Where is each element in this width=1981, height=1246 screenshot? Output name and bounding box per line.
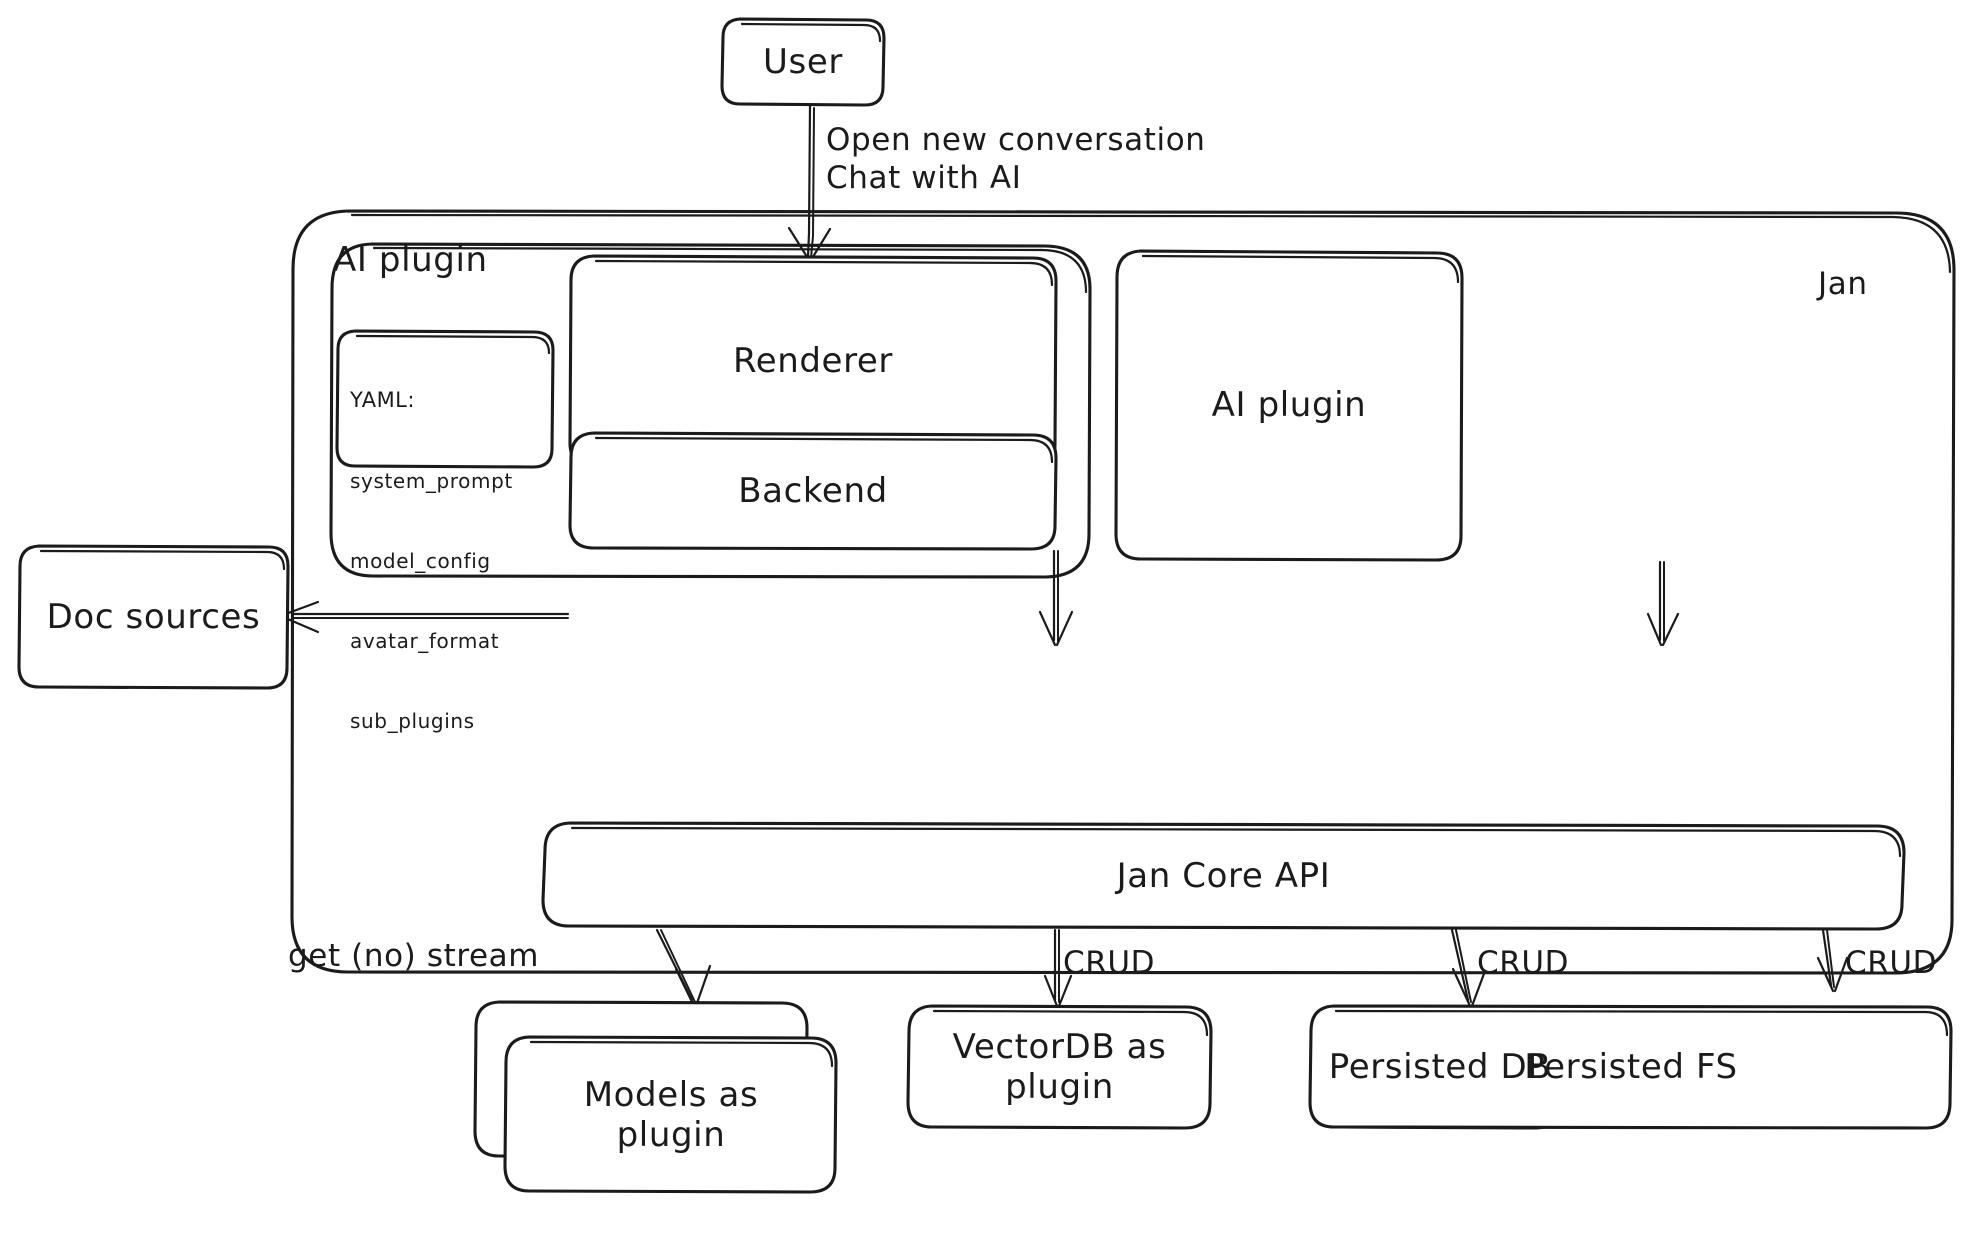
- edge-core-to-persisted-db: [1450, 928, 1487, 1008]
- yaml-key-system-prompt: system_prompt: [350, 469, 513, 494]
- yaml-key-model-config: model_config: [350, 549, 491, 574]
- node-yaml-card[interactable]: [335, 329, 555, 469]
- node-models-plugin[interactable]: [473, 1000, 838, 1194]
- node-doc-sources[interactable]: [17, 544, 290, 690]
- node-persisted-fs[interactable]: [1308, 1004, 1953, 1130]
- yaml-title: YAML:: [350, 388, 415, 413]
- edge-user-to-renderer: [787, 104, 832, 262]
- edge-core-to-persisted-fs: [1816, 928, 1849, 993]
- node-user[interactable]: [720, 17, 886, 107]
- yaml-key-avatar-format: avatar_format: [350, 628, 500, 653]
- node-ai-plugin-right[interactable]: [1114, 249, 1464, 562]
- yaml-key-sub-plugins: sub_plugins: [350, 708, 475, 733]
- edge-core-to-vectordb: [1043, 928, 1073, 1008]
- edge-backend-to-core: [1038, 549, 1074, 647]
- node-vectordb-plugin[interactable]: [906, 1004, 1213, 1130]
- yaml-card-content: YAML: system_prompt model_config avatar_…: [350, 334, 513, 787]
- node-backend[interactable]: [568, 431, 1058, 551]
- edge-core-to-models: [655, 928, 712, 1008]
- edge-ai-plugin-to-core: [1646, 560, 1680, 647]
- node-jan-core-api[interactable]: [541, 821, 1906, 931]
